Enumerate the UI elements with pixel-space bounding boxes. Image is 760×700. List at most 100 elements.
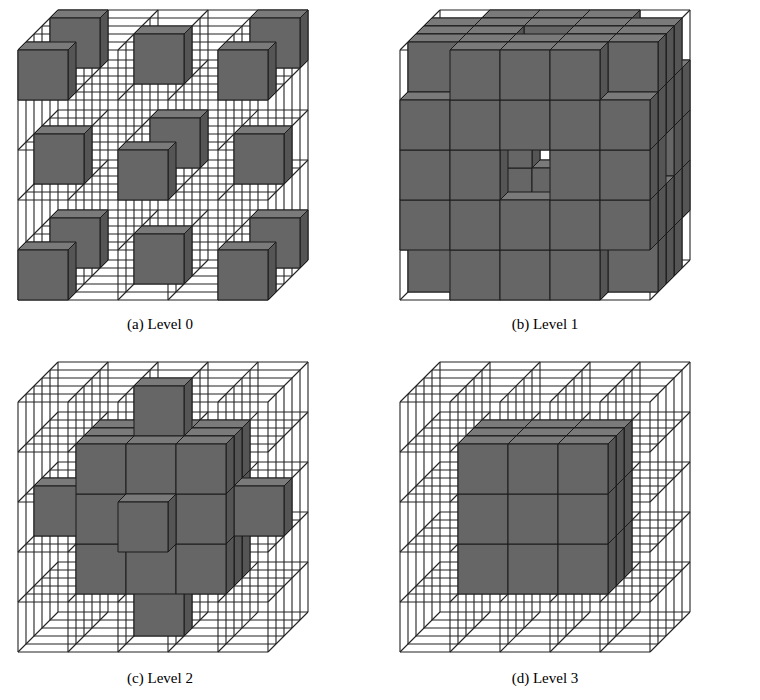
- grid-line: [450, 362, 490, 402]
- filled-cell: [550, 42, 608, 100]
- grid-line: [550, 612, 590, 652]
- cell-face: [524, 18, 582, 26]
- cell-face: [176, 444, 226, 494]
- cell-face: [134, 226, 192, 234]
- grid-line: [600, 612, 640, 652]
- filled-cell: [458, 536, 516, 594]
- cell-face: [616, 26, 674, 34]
- cell-face: [624, 18, 682, 26]
- grid-line: [400, 562, 440, 602]
- cell-face: [118, 142, 176, 150]
- filled-cell: [500, 42, 558, 100]
- filled-cell: [18, 242, 76, 300]
- cell-face: [600, 92, 658, 100]
- cell-face: [184, 428, 242, 436]
- filled-cell: [558, 436, 616, 494]
- cell-face: [76, 436, 134, 444]
- cell-face: [608, 436, 616, 494]
- cell-face: [550, 250, 600, 300]
- cell-face: [134, 234, 184, 284]
- grid-line: [415, 386, 416, 636]
- cell-face: [134, 26, 192, 34]
- cell-face: [218, 42, 276, 50]
- cell-face: [650, 142, 658, 200]
- cell-face: [34, 134, 84, 184]
- cell-face: [218, 250, 268, 300]
- cell-face: [532, 10, 590, 18]
- filled-cell: [508, 436, 566, 494]
- cell-face: [508, 494, 558, 544]
- grid-line: [650, 462, 690, 502]
- grid-line: [218, 362, 258, 402]
- cell-face: [574, 18, 632, 26]
- cell-face: [524, 420, 582, 428]
- cell-face: [558, 436, 616, 444]
- grid-line: [650, 362, 690, 402]
- panel-caption: (d) Level 3: [510, 670, 581, 687]
- cell-face: [234, 134, 284, 184]
- cell-face: [550, 42, 608, 50]
- grid-line: [423, 378, 424, 628]
- cell-face: [516, 428, 574, 436]
- cell-face: [226, 436, 234, 494]
- cell-face: [500, 42, 558, 50]
- filled-cell: [118, 142, 176, 200]
- filled-cell: [450, 92, 508, 150]
- cell-face: [608, 42, 658, 92]
- grid-line: [68, 362, 108, 402]
- grid-line: [268, 362, 308, 402]
- cell-face: [466, 428, 524, 436]
- grid-line: [400, 401, 650, 402]
- cell-face: [234, 126, 292, 134]
- cell-face: [184, 26, 192, 84]
- cell-face: [184, 378, 192, 436]
- filled-cell: [134, 226, 192, 284]
- cell-face: [600, 100, 650, 150]
- cell-face: [450, 100, 500, 150]
- filled-cell: [400, 92, 458, 150]
- grid-line: [299, 370, 300, 620]
- cell-face: [118, 150, 168, 200]
- cell-face: [450, 200, 500, 250]
- cell-face: [226, 486, 234, 544]
- grid-line: [500, 612, 540, 652]
- filled-cell: [134, 26, 192, 84]
- cell-face: [134, 386, 184, 436]
- cell-face: [616, 528, 624, 586]
- grid-line: [307, 362, 308, 612]
- cell-face: [674, 118, 682, 176]
- cell-face: [458, 544, 508, 594]
- grid-line: [400, 512, 440, 552]
- filled-cell: [550, 242, 608, 300]
- cell-face: [18, 242, 76, 250]
- filled-cell: [218, 42, 276, 100]
- cell-face: [234, 486, 284, 536]
- cube-panel: [18, 10, 308, 300]
- cell-face: [218, 50, 268, 100]
- cell-face: [500, 192, 558, 200]
- grid-lines: [18, 10, 308, 300]
- filled-cell: [400, 192, 458, 250]
- cell-face: [408, 34, 466, 42]
- filled-cell: [508, 486, 566, 544]
- cell-face: [218, 242, 276, 250]
- cell-face: [666, 76, 674, 134]
- grid-line: [18, 362, 58, 402]
- grid-line: [268, 562, 308, 602]
- grid-line: [416, 385, 666, 386]
- panel-caption: (a) Level 0: [125, 316, 195, 333]
- cell-face: [474, 18, 532, 26]
- grid-line: [440, 361, 690, 362]
- cell-face: [666, 176, 674, 234]
- filled-cell: [500, 192, 558, 250]
- cell-face: [600, 242, 608, 300]
- cell-face: [658, 184, 666, 242]
- filled-cell: [176, 486, 234, 544]
- cell-face: [574, 420, 632, 428]
- cell-face: [34, 126, 92, 134]
- cell-face: [550, 50, 600, 100]
- cell-face: [18, 42, 76, 50]
- filled-cell: [508, 536, 566, 594]
- cell-face: [400, 200, 450, 250]
